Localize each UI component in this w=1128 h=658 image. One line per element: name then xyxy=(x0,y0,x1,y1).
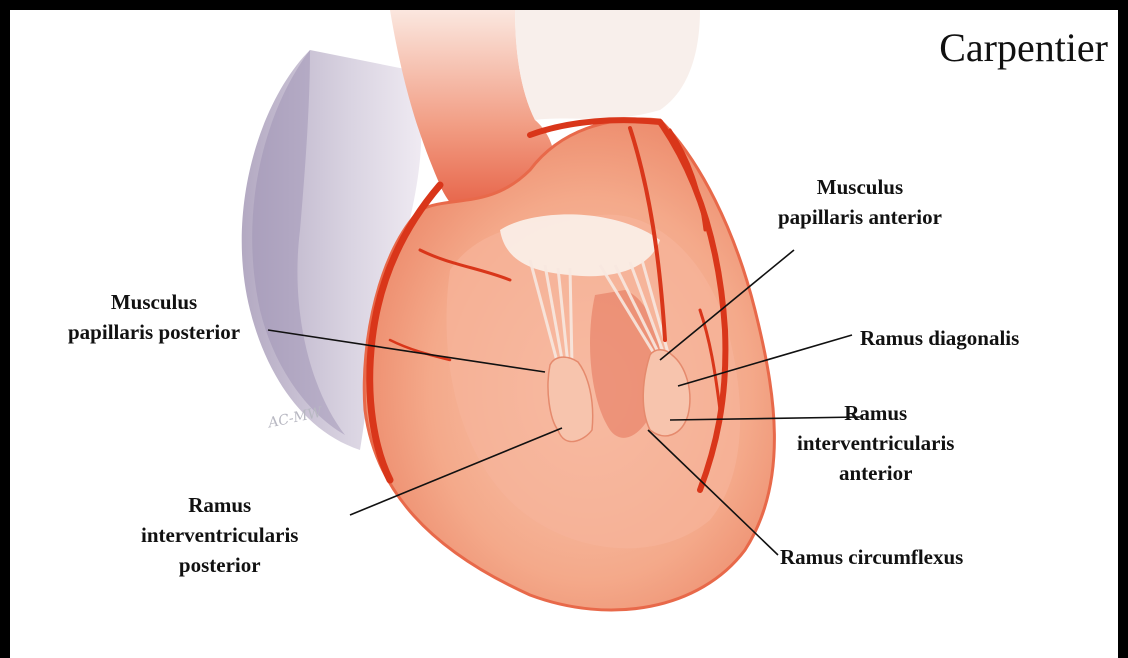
label-ramus-interventricularis-anterior: Ramus interventricularis anterior xyxy=(797,398,954,488)
label-line: Ramus xyxy=(141,490,298,520)
leader-circumflexus xyxy=(648,430,778,555)
label-line: Musculus xyxy=(68,287,240,317)
leader-papillaris-anterior xyxy=(660,250,794,360)
label-line: Musculus xyxy=(778,172,942,202)
label-line: Ramus xyxy=(797,398,954,428)
label-line: posterior xyxy=(141,550,298,580)
label-line: interventricularis xyxy=(141,520,298,550)
label-musculus-papillaris-anterior: Musculus papillaris anterior xyxy=(778,172,942,232)
label-line: papillaris anterior xyxy=(778,202,942,232)
figure-canvas: AC-MW Carpentier Musculus papillaris pos… xyxy=(10,10,1118,658)
leader-papillaris-posterior xyxy=(268,330,545,372)
label-ramus-interventricularis-posterior: Ramus interventricularis posterior xyxy=(141,490,298,580)
leader-iv-posterior xyxy=(350,428,562,515)
label-musculus-papillaris-posterior: Musculus papillaris posterior xyxy=(68,287,240,347)
label-line: papillaris posterior xyxy=(68,317,240,347)
label-ramus-circumflexus: Ramus circumflexus xyxy=(780,542,963,572)
label-line: anterior xyxy=(797,458,954,488)
label-ramus-diagonalis: Ramus diagonalis xyxy=(860,323,1019,353)
leader-diagonalis xyxy=(678,335,852,386)
label-line: interventricularis xyxy=(797,428,954,458)
